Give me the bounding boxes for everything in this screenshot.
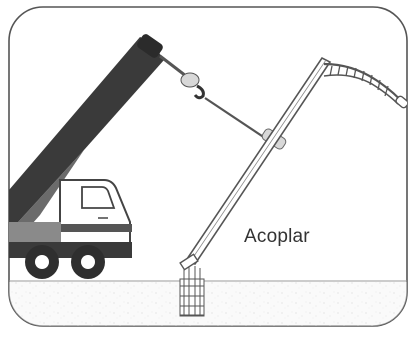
- crane-truck: [9, 34, 287, 279]
- step-caption: Acoplar: [244, 226, 310, 247]
- ground: [9, 280, 407, 326]
- foundation-cage: [179, 266, 205, 317]
- light-pole: [179, 56, 407, 271]
